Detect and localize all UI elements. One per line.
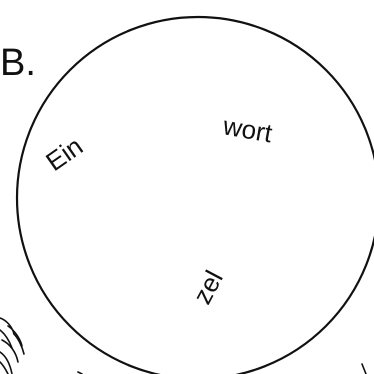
syllable-ein: Ein <box>40 131 88 177</box>
partial-sketch-bottom <box>78 364 366 374</box>
syllable-zel: zel <box>187 265 229 308</box>
syllable-circle <box>17 17 374 374</box>
partial-sketch-left <box>0 318 24 374</box>
syllable-wort: wort <box>220 110 275 148</box>
